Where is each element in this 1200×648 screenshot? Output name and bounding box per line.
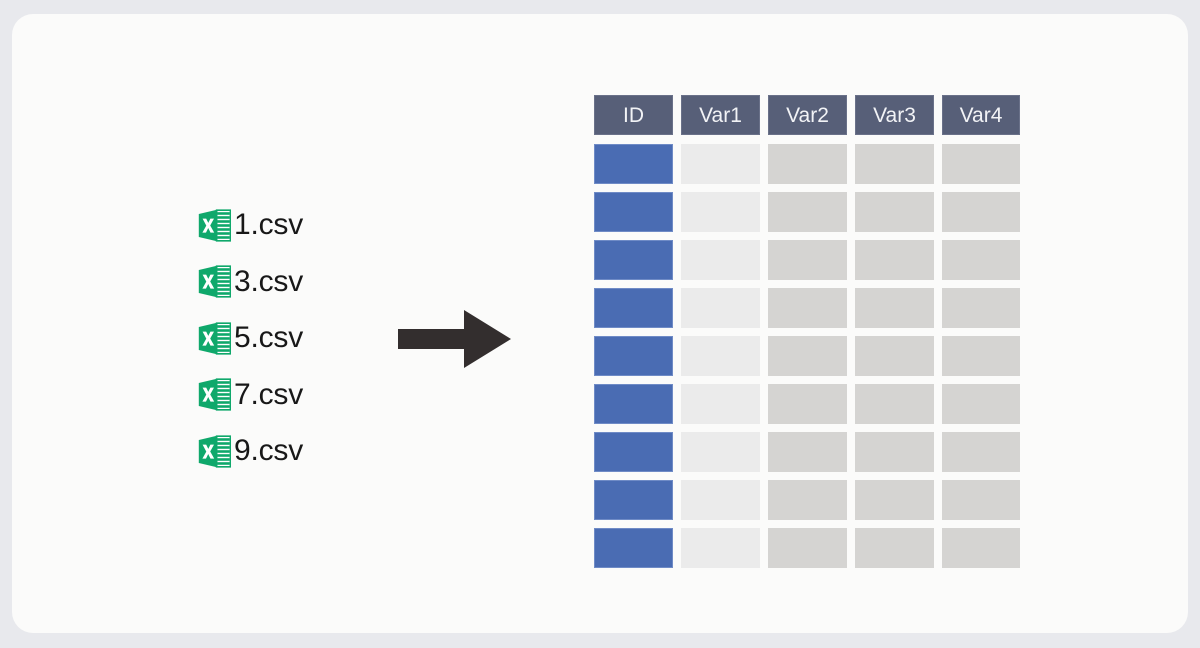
- table-cell-var1: [681, 432, 760, 472]
- table-cell-var1: [681, 528, 760, 568]
- file-name-label: 7.csv: [234, 377, 304, 411]
- table-row: [594, 336, 1025, 376]
- excel-csv-file-icon: [198, 265, 231, 298]
- table-row: [594, 144, 1025, 184]
- table-header-cell-id[interactable]: ID: [594, 95, 673, 135]
- table-cell-var1: [681, 192, 760, 232]
- file-list-item[interactable]: 5.csv: [198, 318, 388, 358]
- table-header-cell-var1[interactable]: Var1: [681, 95, 760, 135]
- table-cell-var4: [942, 528, 1020, 568]
- table-cell-var1: [681, 288, 760, 328]
- table-cell-id: [594, 528, 673, 568]
- file-list-item[interactable]: 7.csv: [198, 375, 388, 415]
- table-header-cell-var4[interactable]: Var4: [942, 95, 1020, 135]
- table-cell-var3: [855, 480, 934, 520]
- table-row: [594, 432, 1025, 472]
- table-cell-id: [594, 192, 673, 232]
- file-name-label: 1.csv: [234, 208, 304, 241]
- table-cell-var2: [768, 480, 847, 520]
- table-cell-var2: [768, 384, 847, 424]
- table-cell-var1: [681, 144, 760, 184]
- table-cell-var4: [942, 336, 1020, 376]
- table-cell-var1: [681, 480, 760, 520]
- table-row: [594, 192, 1025, 232]
- excel-csv-file-icon: [198, 378, 231, 411]
- table-row: [594, 288, 1025, 328]
- table-row: [594, 240, 1025, 280]
- table-cell-var1: [681, 336, 760, 376]
- table-cell-var2: [768, 240, 847, 280]
- table-body: [594, 144, 1025, 568]
- table-header-cell-var3[interactable]: Var3: [855, 95, 934, 135]
- table-cell-var4: [942, 432, 1020, 472]
- table-cell-var3: [855, 336, 934, 376]
- table-cell-id: [594, 432, 673, 472]
- file-name-label: 5.csv: [234, 321, 304, 354]
- table-cell-var3: [855, 192, 934, 232]
- table-cell-var2: [768, 336, 847, 376]
- table-row: [594, 384, 1025, 424]
- table-cell-var4: [942, 144, 1020, 184]
- table-cell-var2: [768, 432, 847, 472]
- table-cell-var4: [942, 192, 1020, 232]
- table-row: [594, 480, 1025, 520]
- csv-file-list: 1.csv 3.csv 5.csv 7.csv 9.csv: [198, 205, 388, 488]
- right-arrow-icon: [398, 310, 511, 368]
- table-cell-var3: [855, 240, 934, 280]
- table-cell-id: [594, 240, 673, 280]
- excel-csv-file-icon: [198, 208, 231, 242]
- table-cell-id: [594, 384, 673, 424]
- table-cell-var1: [681, 384, 760, 424]
- excel-csv-file-icon: [198, 434, 231, 468]
- file-name-label: 3.csv: [234, 264, 304, 298]
- excel-csv-file-icon: [198, 321, 231, 355]
- table-cell-var4: [942, 240, 1020, 280]
- file-list-item[interactable]: 1.csv: [198, 205, 388, 245]
- table-cell-id: [594, 288, 673, 328]
- file-list-item[interactable]: 9.csv: [198, 431, 388, 471]
- table-cell-var2: [768, 144, 847, 184]
- table-cell-var2: [768, 288, 847, 328]
- table-cell-var3: [855, 144, 934, 184]
- file-list-item[interactable]: 3.csv: [198, 262, 388, 302]
- table-cell-var3: [855, 432, 934, 472]
- table-cell-id: [594, 144, 673, 184]
- file-name-label: 9.csv: [234, 434, 304, 467]
- table-cell-var1: [681, 240, 760, 280]
- table-cell-var3: [855, 288, 934, 328]
- table-cell-var4: [942, 480, 1020, 520]
- table-cell-var2: [768, 192, 847, 232]
- table-row: [594, 528, 1025, 568]
- table-cell-id: [594, 480, 673, 520]
- table-cell-var4: [942, 384, 1020, 424]
- table-cell-var3: [855, 384, 934, 424]
- table-header-cell-var2[interactable]: Var2: [768, 95, 847, 135]
- table-cell-var4: [942, 288, 1020, 328]
- table-cell-var2: [768, 528, 847, 568]
- table-cell-var3: [855, 528, 934, 568]
- table-cell-id: [594, 336, 673, 376]
